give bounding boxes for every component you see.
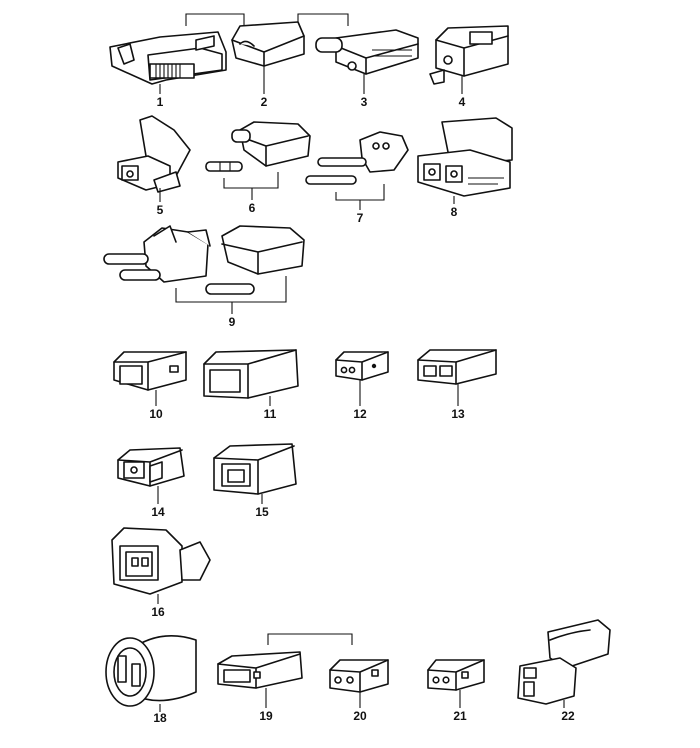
part-2-cover bbox=[231, 21, 305, 94]
part-5-housing bbox=[117, 115, 191, 202]
part-4-housing bbox=[429, 25, 509, 94]
part-13-housing bbox=[417, 349, 497, 406]
bracket-19-20 bbox=[267, 633, 353, 645]
part-number-14: 14 bbox=[151, 505, 165, 519]
part-number-20: 20 bbox=[353, 709, 367, 723]
part-1-connector bbox=[109, 31, 227, 94]
bracket-1-2 bbox=[185, 13, 245, 26]
part-6-pin-and-housing bbox=[205, 121, 311, 200]
part-number-9: 9 bbox=[229, 315, 236, 329]
part-16-housing bbox=[111, 527, 211, 604]
part-7-pins-and-housing bbox=[305, 131, 409, 210]
part-number-7: 7 bbox=[357, 211, 364, 225]
bracket-2-3 bbox=[297, 13, 349, 26]
part-20-housing bbox=[329, 659, 389, 708]
part-number-2: 2 bbox=[261, 95, 268, 109]
part-number-19: 19 bbox=[259, 709, 273, 723]
part-number-22: 22 bbox=[561, 709, 575, 723]
part-number-4: 4 bbox=[459, 95, 466, 109]
part-number-21: 21 bbox=[453, 709, 467, 723]
part-number-1: 1 bbox=[157, 95, 164, 109]
part-3-connector bbox=[315, 29, 419, 94]
part-11-housing bbox=[203, 349, 299, 406]
part-8-double-housing bbox=[417, 117, 513, 204]
part-number-15: 15 bbox=[255, 505, 269, 519]
part-number-11: 11 bbox=[264, 407, 277, 421]
part-number-8: 8 bbox=[451, 205, 458, 219]
part-10-housing bbox=[113, 351, 187, 406]
part-number-3: 3 bbox=[361, 95, 368, 109]
part-number-6: 6 bbox=[249, 201, 256, 215]
part-19-housing bbox=[217, 651, 303, 708]
part-14-housing bbox=[117, 447, 185, 504]
part-18-round-housing bbox=[105, 634, 197, 712]
part-number-18: 18 bbox=[153, 711, 167, 725]
part-number-5: 5 bbox=[157, 203, 164, 217]
part-number-12: 12 bbox=[353, 407, 367, 421]
part-number-10: 10 bbox=[149, 407, 163, 421]
part-9-pins-and-housings bbox=[103, 225, 305, 314]
part-22-housing bbox=[517, 619, 611, 708]
part-21-housing bbox=[427, 659, 485, 708]
part-number-16: 16 bbox=[151, 605, 165, 619]
part-12-housing bbox=[335, 351, 389, 406]
part-15-housing bbox=[213, 443, 297, 504]
part-number-13: 13 bbox=[451, 407, 465, 421]
